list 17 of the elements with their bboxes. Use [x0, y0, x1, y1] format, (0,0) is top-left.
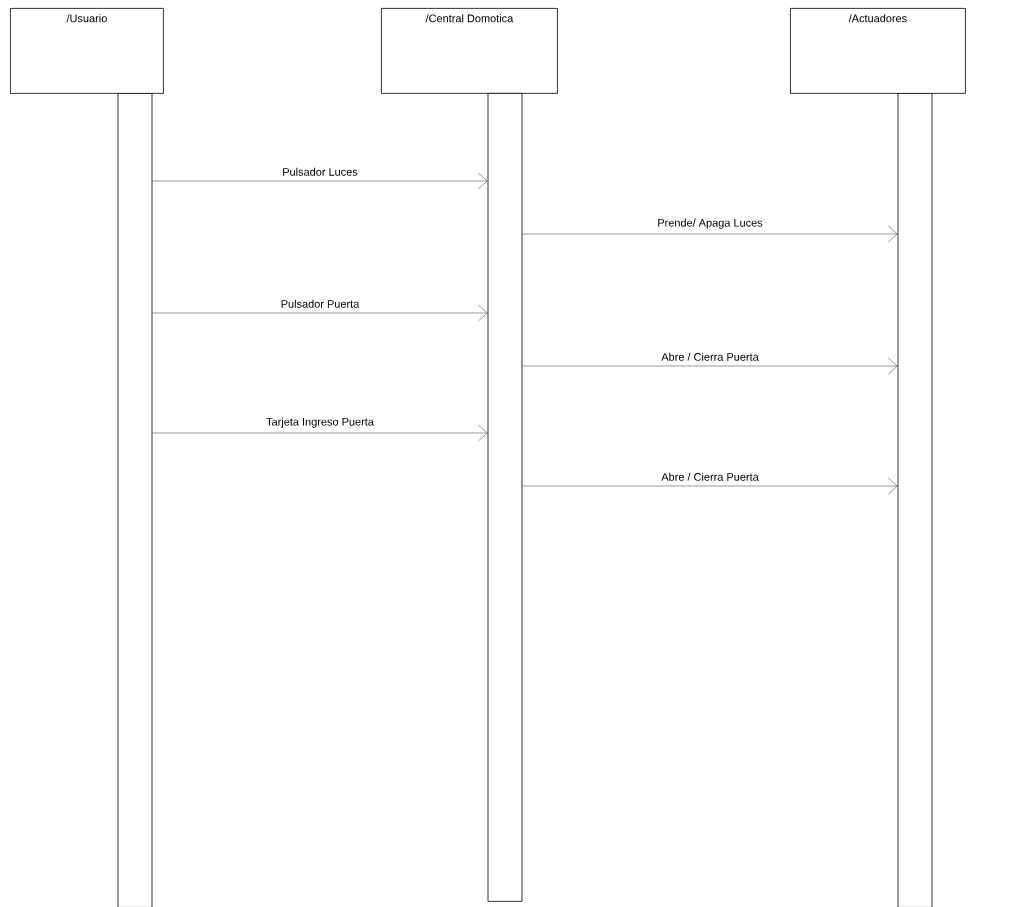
- lifeline-header-box: /Central Domotica: [381, 8, 558, 94]
- activation-bar: [897, 93, 933, 907]
- edge-label: Abre / Cierra Puerta: [661, 352, 759, 361]
- activation-bar: [487, 93, 523, 902]
- message-arrow: [522, 477, 898, 495]
- edge-label: Abre / Cierra Puerta: [661, 472, 759, 481]
- message-arrow: [522, 225, 898, 243]
- message-arrow: [522, 357, 898, 375]
- lifeline-header-box: /Usuario: [10, 8, 164, 94]
- message-arrow: [152, 172, 488, 190]
- lifeline-header-box: /Actuadores: [790, 8, 966, 94]
- edge-label: Tarjeta Ingreso Puerta: [266, 417, 374, 428]
- message-arrow: [152, 424, 488, 442]
- edge-label: Pulsador Puerta: [281, 299, 360, 308]
- edge-label: Prende/ Apaga Luces: [658, 218, 763, 229]
- edge-label: Pulsador Luces: [283, 167, 358, 176]
- message-arrow: [152, 304, 488, 322]
